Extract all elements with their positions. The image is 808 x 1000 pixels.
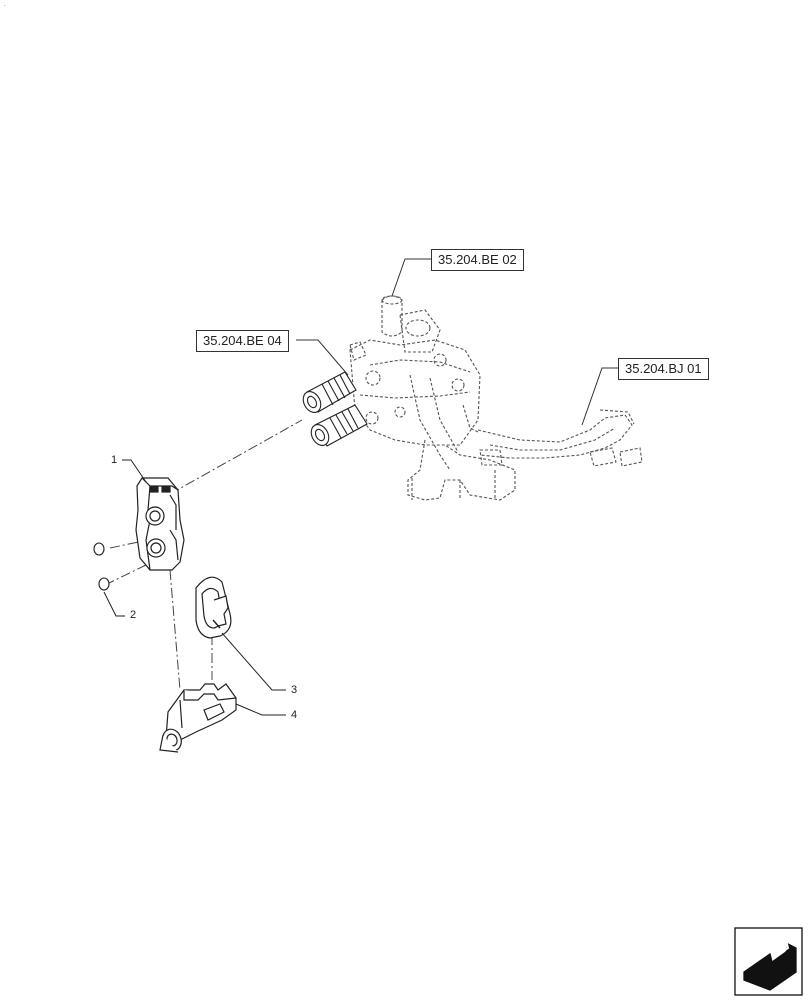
phantom-valve-assembly (349, 295, 643, 501)
reference-box-be02[interactable]: 35.204.BE 02 (431, 249, 524, 271)
alignment-lines (104, 419, 303, 691)
part-1-valve-section (135, 477, 185, 571)
next-page-arrow-icon (734, 927, 803, 996)
corner-mark: . (4, 2, 6, 8)
reference-box-bj01[interactable]: 35.204.BJ 01 (618, 358, 709, 380)
part-4-coupler-body (159, 683, 237, 753)
callout-4: 4 (291, 709, 298, 721)
callout-1: 1 (111, 454, 118, 466)
part-2-o-rings (93, 542, 110, 591)
reference-box-be04[interactable]: 35.204.BE 04 (196, 330, 289, 352)
callout-2: 2 (130, 609, 137, 621)
part-3-gasket (195, 576, 232, 639)
callout-3: 3 (291, 684, 298, 696)
coupler-sockets (302, 371, 368, 447)
callout-leaders (103, 459, 286, 716)
reference-leaders (296, 258, 618, 426)
